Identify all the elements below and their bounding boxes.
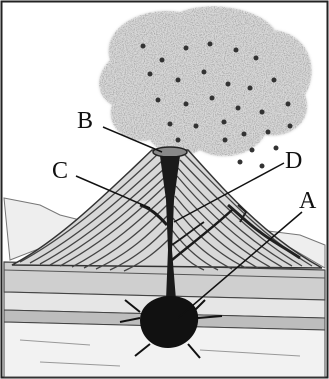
label-d: D	[285, 148, 302, 174]
ash-cloud	[99, 6, 312, 156]
label-c: C	[52, 158, 68, 184]
crater	[153, 147, 187, 157]
label-a: A	[299, 188, 317, 214]
label-b: B	[77, 108, 93, 134]
